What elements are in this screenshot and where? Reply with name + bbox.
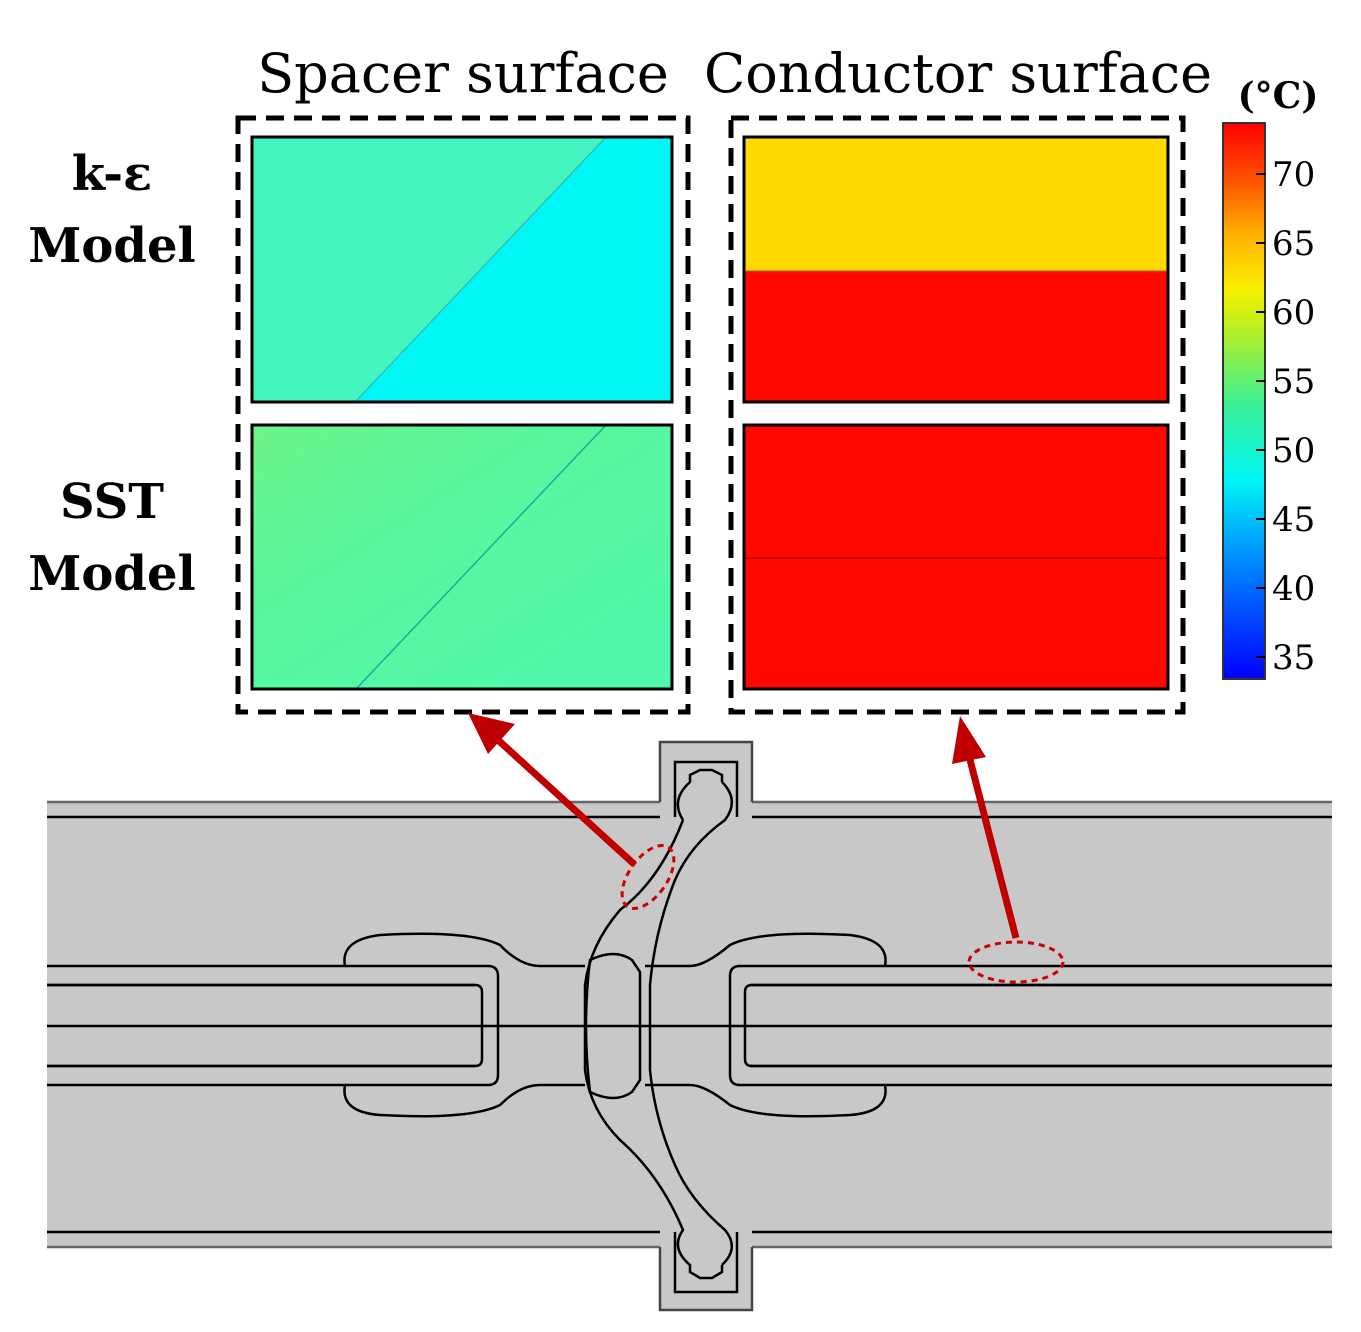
colorbar-unit: (°C) [1238, 75, 1319, 117]
row-label-k-epsilon: k-ε Model [28, 146, 195, 274]
spacer-sst-region [252, 425, 672, 689]
conductor-sst-frame [742, 423, 1170, 691]
colorbar: (°C) 70 65 60 55 50 45 40 35 [1222, 75, 1319, 680]
left-shield-electrode [343, 932, 585, 1118]
pointer-arrows [495, 737, 1020, 939]
spacer-ke-frame [250, 135, 674, 404]
conductor-surface-highlight [967, 940, 1065, 984]
row-label-sst-line1: SST [60, 474, 164, 530]
spacer-arrowhead [468, 713, 515, 754]
row-label-sst: SST Model [28, 474, 195, 602]
left-conductor-end [47, 983, 484, 1068]
colorbar-tick-label: 35 [1272, 638, 1315, 678]
conductor-sst-panel [742, 423, 1170, 691]
flange-bottom-inner [673, 1232, 739, 1294]
conductor-surface-title: Conductor surface [704, 42, 1212, 105]
flange-bottom-outline [658, 1247, 754, 1312]
spacer-sst-frame [250, 423, 674, 691]
conductor-arrowhead [952, 716, 986, 764]
colorbar-tick-label: 60 [1272, 293, 1315, 333]
colorbar-tick-label: 50 [1272, 431, 1315, 471]
spacer-pointer-arrow [495, 737, 637, 867]
conductor-group-frame [728, 115, 1186, 715]
spacer-ke-boundary-line [354, 136, 607, 403]
spacer-insulator-left-edge [583, 768, 724, 1280]
colorbar-tick-label: 45 [1272, 500, 1315, 540]
spacer-sst-boundary-line [355, 424, 607, 690]
colorbar-tick-label: 40 [1272, 569, 1315, 609]
conductor-ke-panel [742, 135, 1170, 404]
conductor-ke-region-top [744, 137, 1168, 271]
flange-top-inner [673, 760, 739, 817]
colorbar-gradient [1222, 122, 1266, 680]
colorbar-tick-label: 55 [1272, 362, 1315, 402]
spacer-group-frame [235, 115, 691, 715]
conductor-sst-region [744, 425, 1168, 689]
spacer-ke-region-right [355, 137, 672, 402]
row-label-k-epsilon-line1: k-ε [72, 146, 152, 202]
left-conductor-socket [345, 964, 500, 1087]
spacer-insulator-right-edge [648, 781, 733, 1266]
row-label-sst-line2: Model [28, 546, 195, 602]
conductor-ke-region-bottom [744, 271, 1168, 402]
conductor-pointer-arrow [964, 751, 1020, 939]
colorbar-ticks [1256, 173, 1265, 658]
conductor-ke-frame [742, 135, 1170, 404]
colorbar-tick-label: 65 [1272, 224, 1315, 264]
spacer-surface-highlight [620, 844, 676, 910]
right-shield-electrode [645, 932, 887, 1118]
spacer-ke-panel [250, 135, 674, 404]
colorbar-tick-label: 70 [1272, 155, 1315, 195]
spacer-sst-panel [250, 423, 674, 691]
row-label-k-epsilon-line2: Model [28, 218, 195, 274]
spacer-surface-title: Spacer surface [257, 42, 669, 105]
right-conductor-end [743, 983, 1332, 1068]
flange-top-outline [658, 740, 754, 802]
right-conductor-socket [728, 964, 885, 1087]
gis-cross-section [47, 740, 1332, 1312]
